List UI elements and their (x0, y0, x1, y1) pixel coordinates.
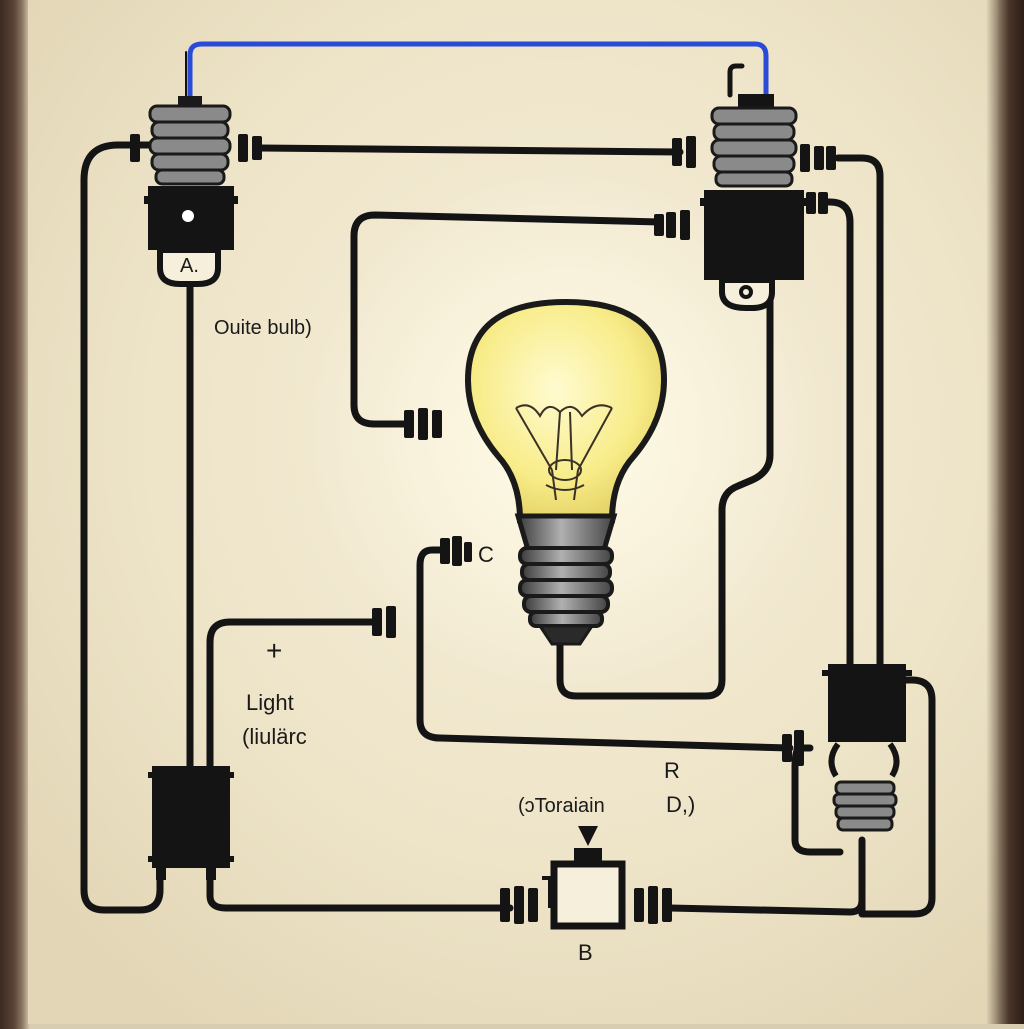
label-d: D,) (666, 792, 695, 817)
label-r: R (664, 758, 680, 783)
connector-icon-bulb-left[interactable] (404, 408, 442, 440)
right-mid-wire[interactable] (818, 198, 854, 674)
left-outer-wire[interactable] (80, 141, 164, 914)
plus-branch-wire[interactable] (206, 618, 379, 774)
connector-icon-right-mid[interactable] (782, 730, 804, 766)
top-right-hook (727, 63, 745, 98)
connector-icon-c[interactable] (440, 536, 472, 566)
coil-icon-left[interactable] (148, 766, 234, 880)
label-light: Light (246, 690, 294, 715)
label-outer-bulb: Ouite bulb) (214, 317, 312, 339)
right-coil-lead (858, 676, 936, 918)
bottom-right-wire[interactable] (666, 896, 866, 916)
label-b: B (578, 940, 593, 965)
blue-top-wire[interactable] (187, 41, 769, 103)
light-bulb-icon[interactable] (464, 298, 668, 646)
top-connect-wire[interactable] (256, 144, 684, 156)
label-toraiain: (ɔToraiain (518, 795, 605, 817)
socket-icon-right[interactable] (654, 94, 836, 311)
label-plus: + (266, 635, 282, 666)
coil-icon-right[interactable] (822, 664, 912, 832)
label-light-sub: (liulärc (242, 724, 307, 749)
switch-icon-b[interactable] (500, 826, 672, 930)
bottom-left-wire[interactable] (206, 866, 514, 912)
label-a: A. (180, 255, 199, 277)
bulb-return-wire[interactable] (556, 296, 774, 700)
connector-icon-plus[interactable] (372, 606, 396, 638)
inner-loop-wire[interactable] (350, 211, 664, 428)
paper-edge-shadow (986, 0, 1024, 1024)
socket-icon-a[interactable] (130, 96, 262, 287)
right-outer-wire[interactable] (834, 154, 884, 674)
c-branch-wire[interactable] (416, 546, 794, 752)
label-c: C (478, 542, 494, 567)
